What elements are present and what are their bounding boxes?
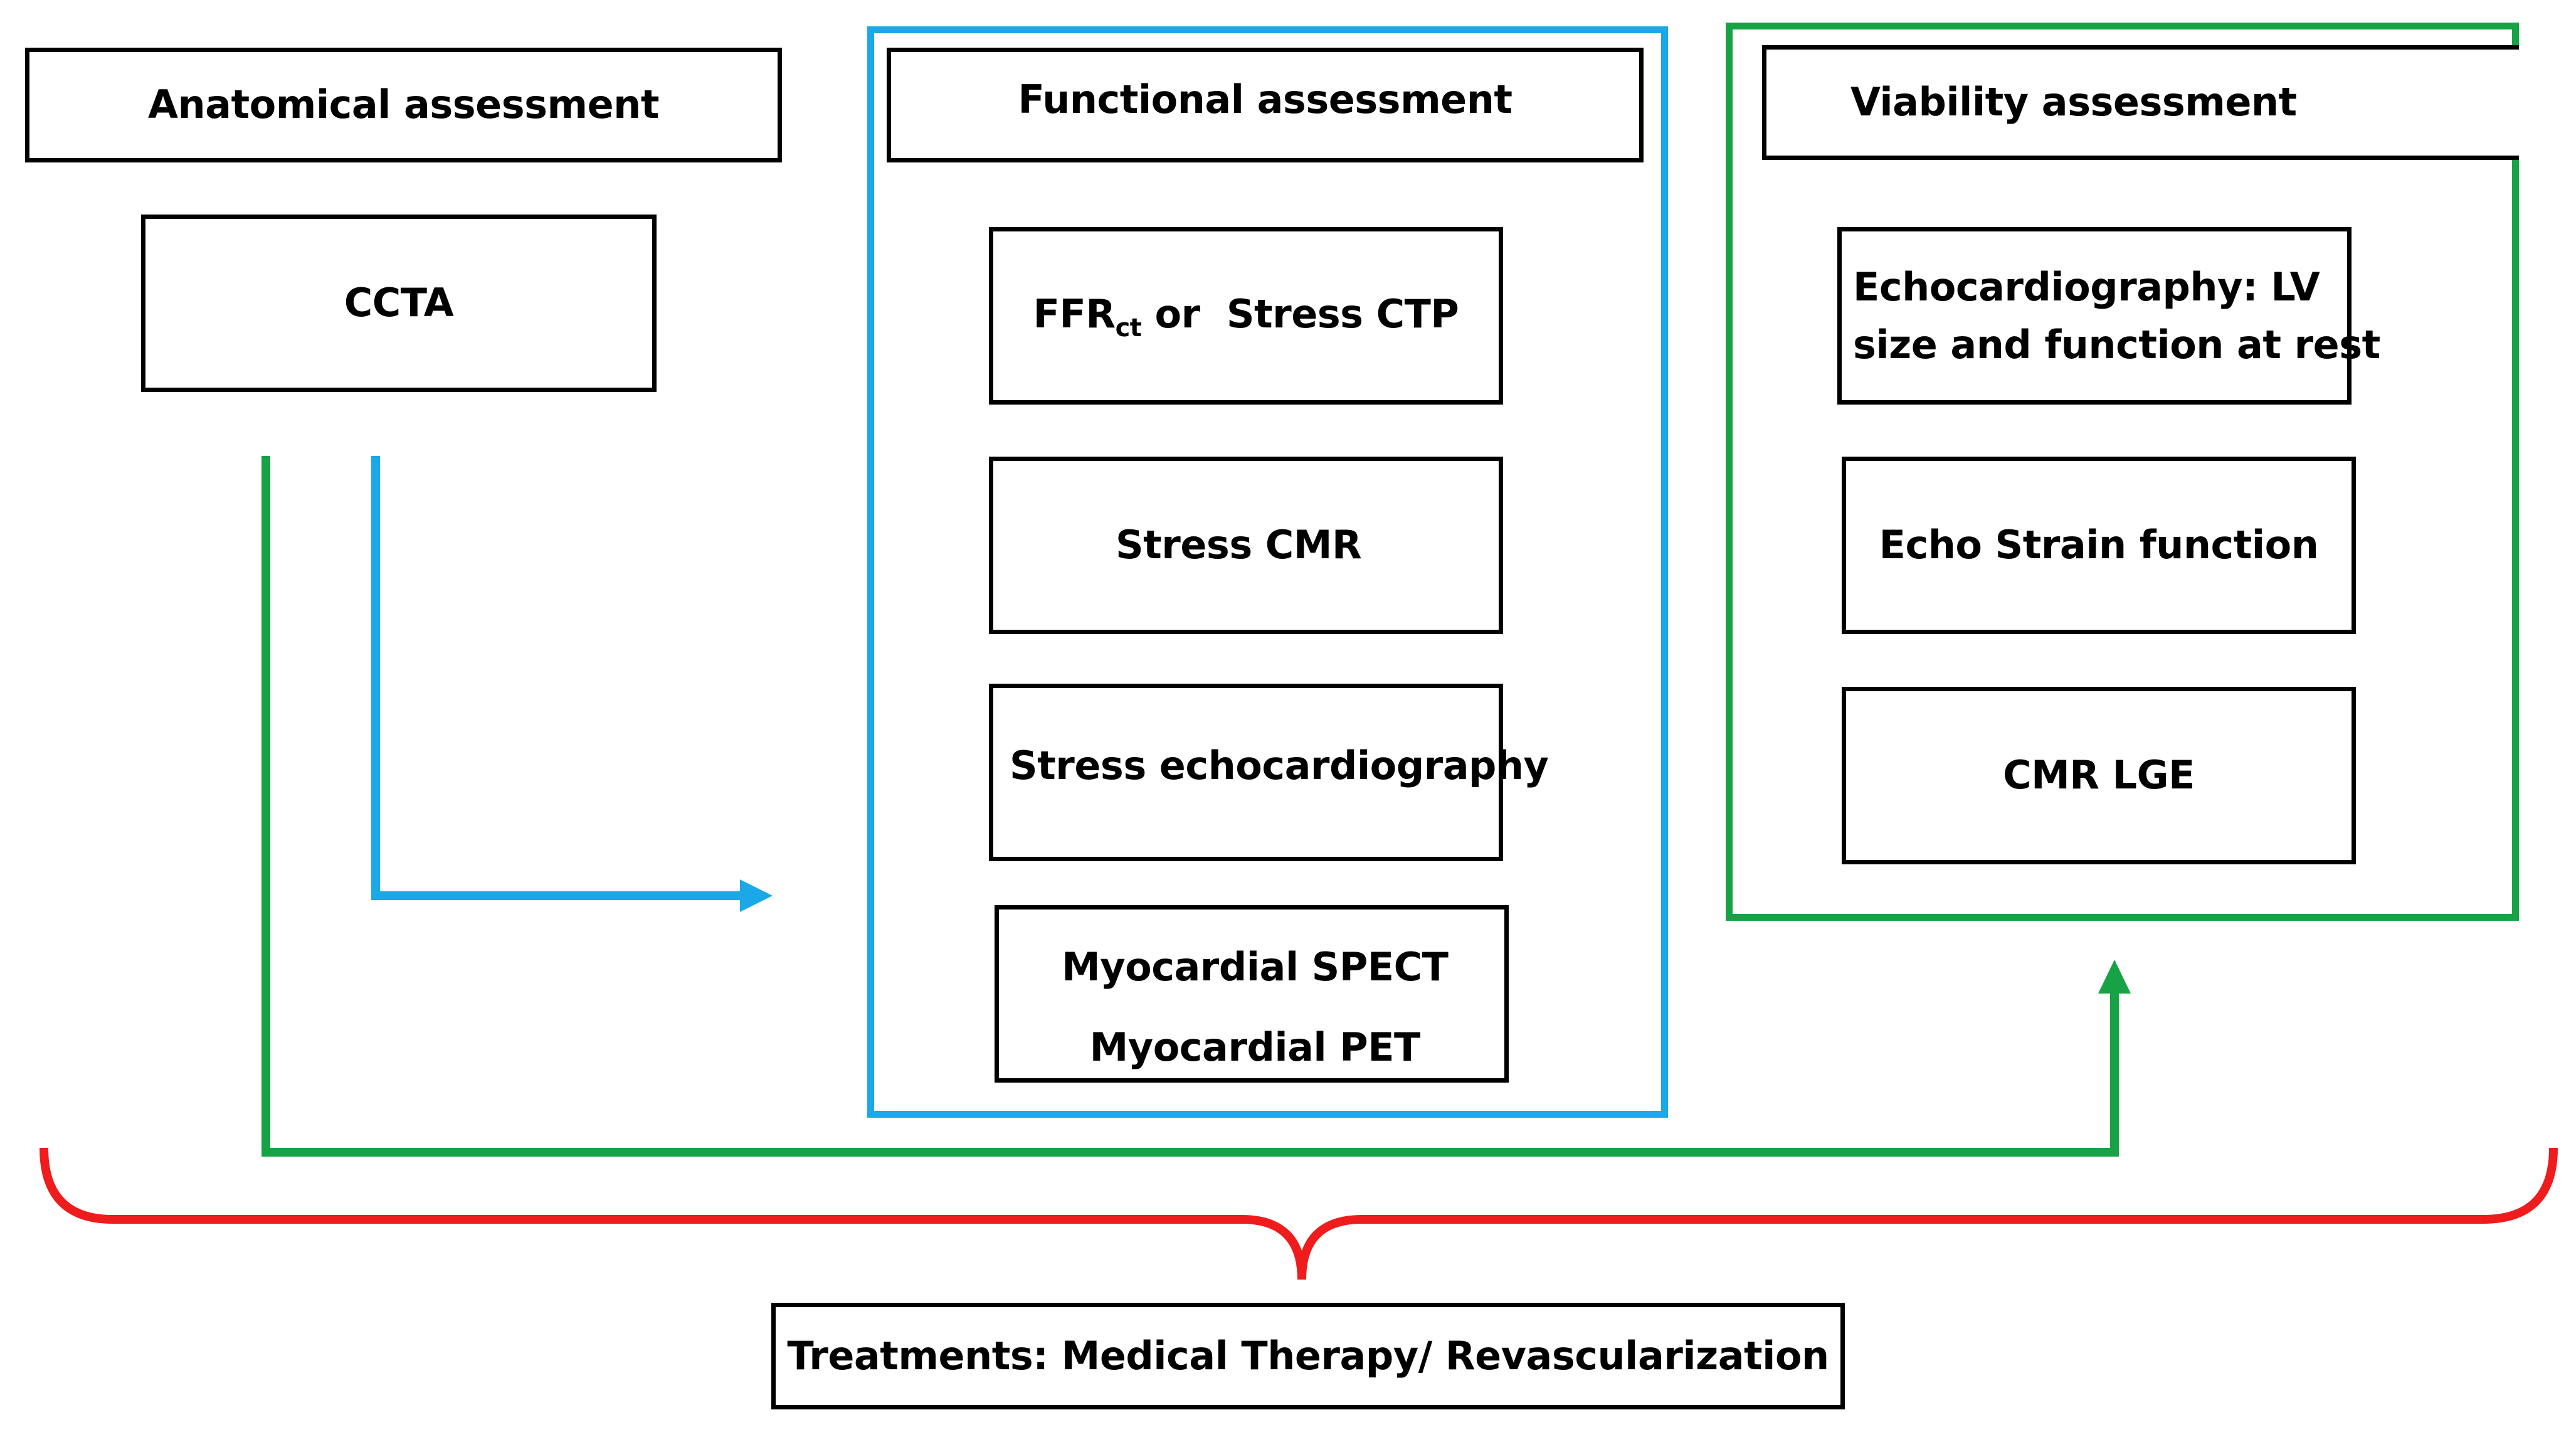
echo-rest-box: Echocardiography: LV size and function a… (1837, 227, 2380, 405)
ccta-label: CCTA (344, 280, 454, 326)
anatomical-title-box: Anatomical assessment (25, 48, 782, 162)
echo-strain-label: Echo Strain function (1879, 522, 2319, 568)
spect-label: Myocardial SPECT (1062, 944, 1449, 990)
nuclear-box: Myocardial SPECT Myocardial PET (995, 905, 1509, 1083)
stress-echo-box: Stress echocardiography (989, 684, 1549, 861)
stress-cmr-box: Stress CMR (989, 457, 1503, 634)
echo-rest-line-2: size and function at rest (1853, 321, 2380, 368)
ffr-ct-box: FFRct or Stress CTP (989, 227, 1503, 405)
blue-arrow-head (740, 879, 773, 912)
blue-arrow-line (371, 456, 749, 900)
ffr-main: FFR (1033, 291, 1116, 337)
functional-title-box: Functional assessment (887, 48, 1644, 162)
stress-cmr-label: Stress CMR (1116, 522, 1362, 568)
treatment-box: Treatments: Medical Therapy/ Revasculari… (771, 1303, 1845, 1409)
treatment-brace (40, 1147, 2558, 1280)
treatment-label: Treatments: Medical Therapy/ Revasculari… (787, 1332, 1829, 1379)
ffr-rest: or Stress CTP (1141, 291, 1459, 337)
viability-group-frame (1726, 23, 2519, 921)
echo-rest-line-1: Echocardiography: LV (1853, 263, 2320, 310)
ccta-box: CCTA (141, 215, 657, 392)
echo-strain-box: Echo Strain function (1842, 457, 2356, 634)
viability-title: Viability assessment (1850, 79, 2297, 125)
stress-echo-label: Stress echocardiography (1010, 743, 1549, 788)
echo-rest-lines: Echocardiography: LV size and function a… (1853, 258, 2380, 374)
viability-title-box: Viability assessment (1762, 45, 2519, 160)
cmr-lge-box: CMR LGE (1842, 687, 2356, 864)
pet-label: Myocardial PET (1089, 1024, 1421, 1070)
anatomical-title: Anatomical assessment (148, 82, 659, 128)
ffr-ct-label: FFRct or Stress CTP (1033, 284, 1459, 347)
green-arrow-head (2098, 960, 2131, 994)
nuclear-lines: Myocardial SPECT Myocardial PET (1062, 927, 1449, 1088)
functional-group-frame (867, 26, 1668, 1118)
green-arrow-line (261, 456, 2119, 1157)
ffr-subscript: ct (1115, 314, 1142, 342)
functional-title: Functional assessment (1018, 77, 1512, 122)
cmr-lge-label: CMR LGE (2003, 752, 2195, 798)
